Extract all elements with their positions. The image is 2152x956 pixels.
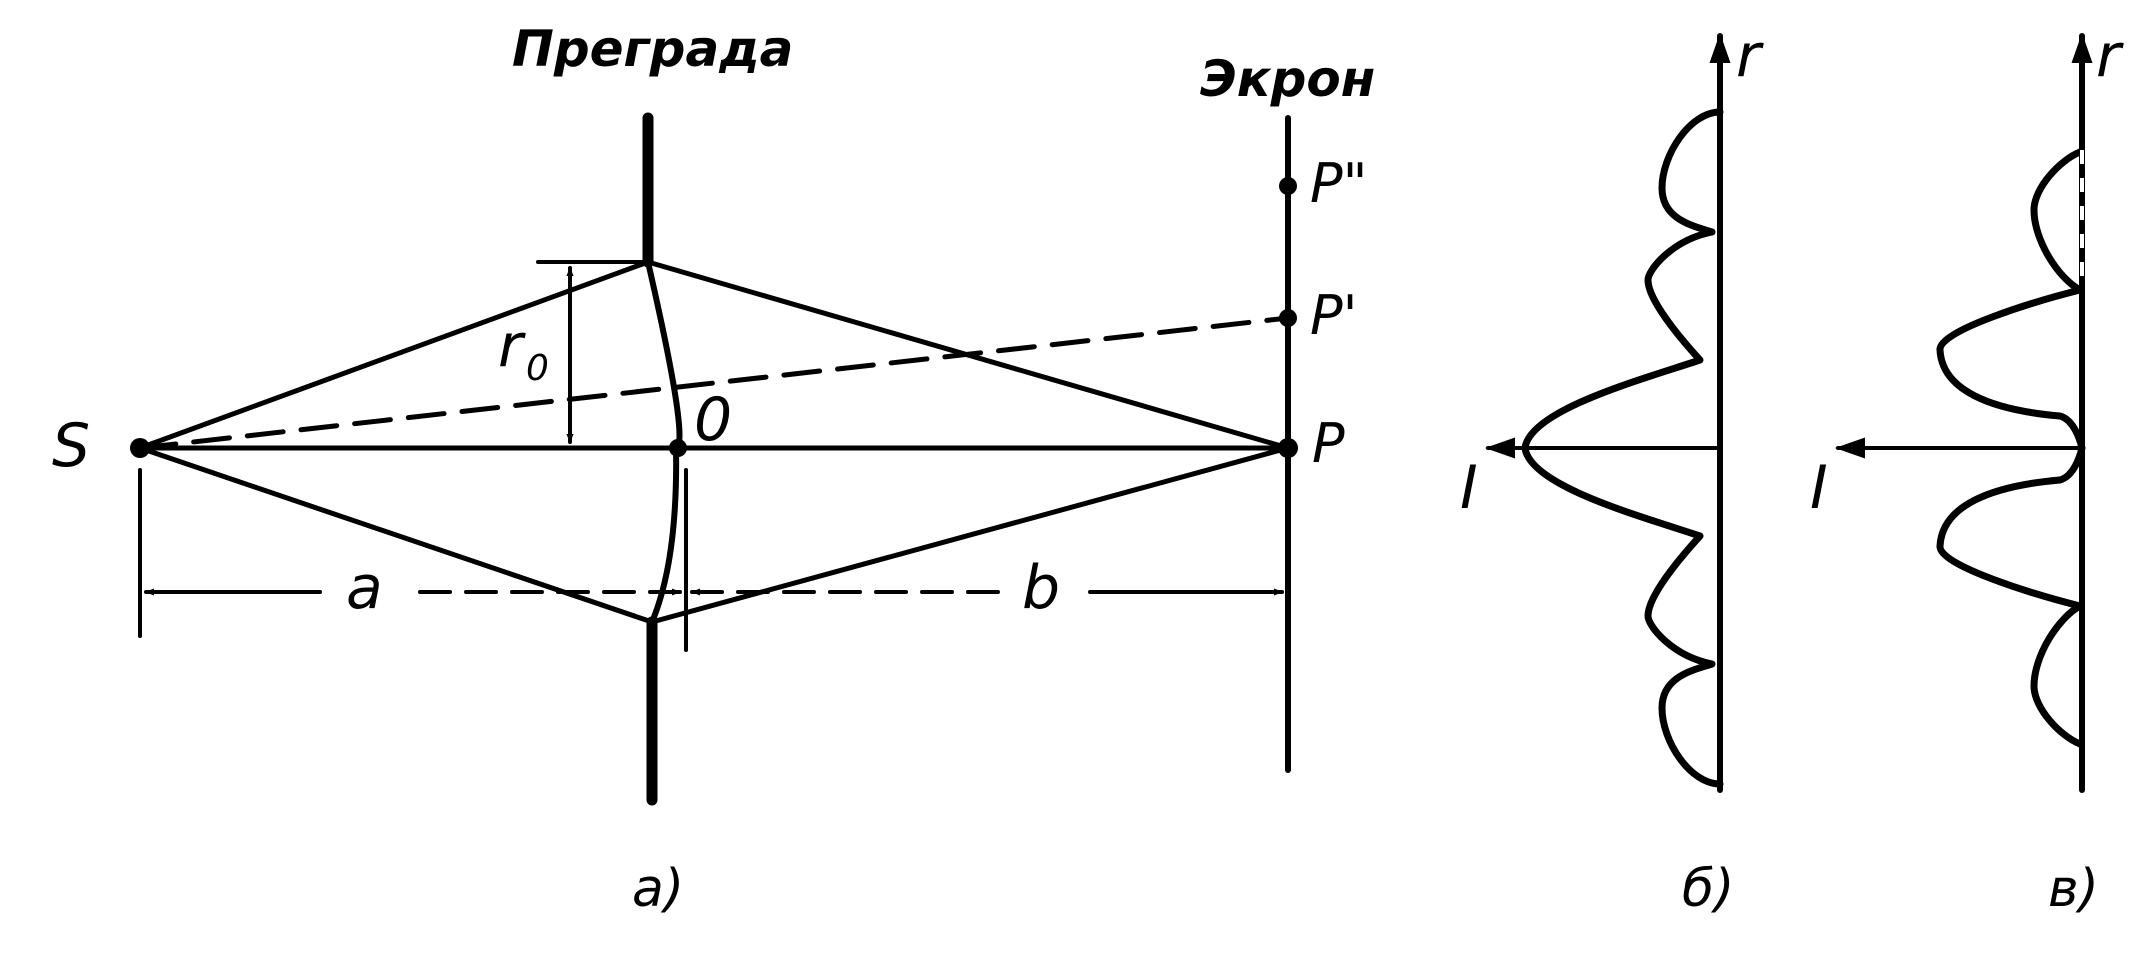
- point-p-prime-label: P': [1310, 284, 1357, 347]
- source-label: S: [52, 411, 90, 481]
- panel-c-intensity-plot: r I в): [1810, 21, 2124, 919]
- radius-subscript: 0: [526, 348, 549, 389]
- r-axis-label-b: r: [1736, 21, 1764, 91]
- barrier-label: Преграда: [512, 20, 793, 78]
- center-label: 0: [694, 385, 732, 455]
- caption-b: б): [1682, 859, 1734, 919]
- panel-b-intensity-plot: r I б): [1460, 21, 1764, 919]
- center-point: [669, 439, 687, 457]
- screen-label: Экрон: [1200, 50, 1375, 108]
- intensity-curve-c: [1936, 148, 2086, 748]
- panel-a-setup: Преграда Экрон S 0 r 0 P P' P" a b а): [52, 20, 1375, 919]
- dimension-b-label: b: [1022, 553, 1060, 623]
- ray-lower-edge-to-p: [649, 445, 1291, 625]
- point-p-double-prime: [1279, 177, 1297, 195]
- barrier: [642, 112, 683, 806]
- ray-dashed-to-p-prime: [137, 315, 1291, 451]
- r-axis-label-c: r: [2096, 21, 2124, 91]
- intensity-curve-b: [1521, 108, 1724, 788]
- point-p-label: P: [1312, 412, 1345, 475]
- dimension-a-label: a: [346, 553, 383, 623]
- point-p-double-prime-label: P": [1310, 152, 1367, 215]
- caption-c: в): [2048, 859, 2099, 919]
- ray-source-to-upper-edge: [137, 259, 651, 451]
- intensity-axis-label-c: I: [1810, 453, 1828, 523]
- source-point: [130, 438, 150, 458]
- radius-label: r: [498, 311, 526, 381]
- point-p: [1278, 438, 1298, 458]
- point-p-prime: [1279, 309, 1297, 327]
- ray-source-to-lower-edge: [137, 445, 655, 625]
- intensity-axis-label-b: I: [1460, 453, 1478, 523]
- caption-a: а): [632, 859, 684, 919]
